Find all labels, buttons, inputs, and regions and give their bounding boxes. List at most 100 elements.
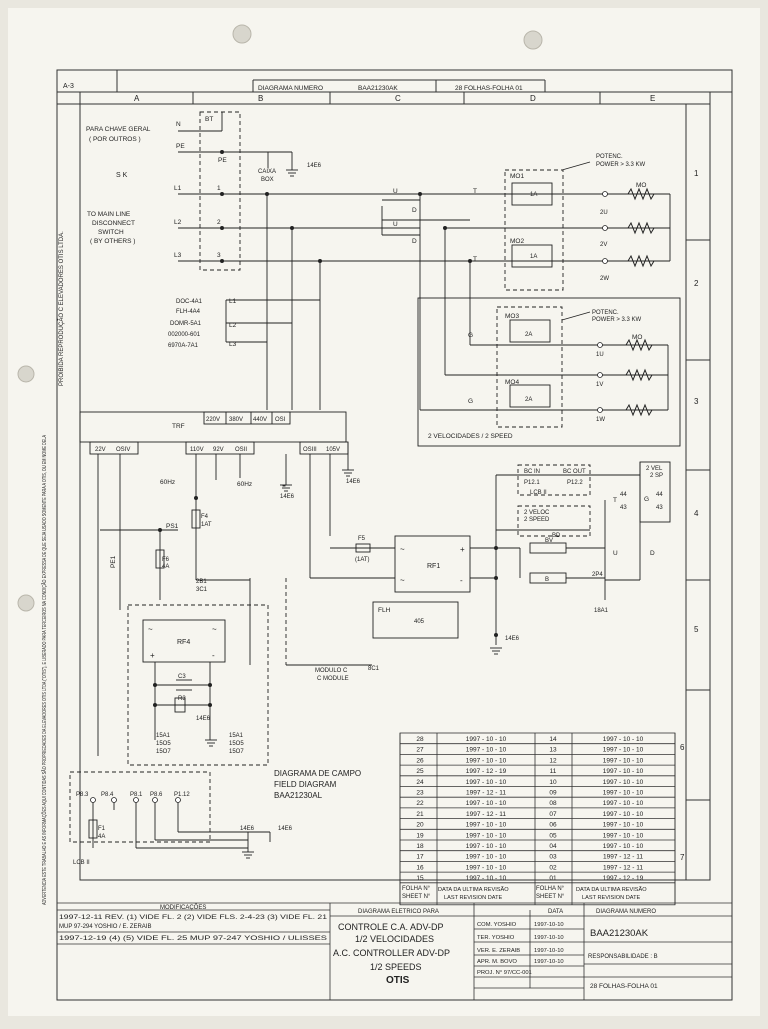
revision-cell: 1997 - 10 - 10 [603,832,644,839]
mo2-label: MO2 [510,238,524,245]
sheet-col-header: FOLHA N° [536,886,565,892]
signature-name: TER. YOSHIO [477,935,515,941]
diagram-for-label: DIAGRAMA ELETRICO PARA [358,909,439,915]
ref-label: 15O5 [229,741,244,747]
r3-label: R3 [178,696,186,702]
signature-date: 1997-10-10 [534,948,564,954]
mod-entry: MUP 97-294 YOSHIO / E. ZERAIB [59,924,151,930]
primary-tap: 440V [253,417,267,423]
plug-circles [90,797,181,803]
flh-label: FLH [378,607,391,614]
ground-ref: 14E6 [278,826,293,832]
c3-label: C3 [178,674,186,680]
revision-cell: 28 [416,736,424,743]
lcb-label: LCB II [73,860,90,866]
row-label: 3 [694,397,699,406]
plus-symbol: + [150,651,155,660]
box-label: BOX [261,177,274,183]
terminal-circles-high [602,191,608,264]
transformer-name: TRF [172,423,185,430]
plug-label: P12.2 [567,480,583,486]
title-line: 1/2 VELOCIDADES [355,934,434,944]
ref-label: 15A1 [156,733,171,739]
title-line: 1/2 SPEEDS [370,962,422,972]
secondary-tap: OSIV [116,447,130,453]
mo4-label: MO4 [505,379,519,386]
ref-label: 15O7 [156,749,171,755]
revision-table [399,732,676,906]
plug-label: P8.1 [130,792,143,798]
revision-cell: 09 [549,790,557,797]
ref-label: 15O5 [156,741,171,747]
signature-date: 1997-10-10 [534,922,564,928]
sheet-col-header: FOLHA N° [402,886,431,892]
line-label: PE [176,143,185,150]
pin-label: 44 [656,492,663,498]
terminal-label: 2U [600,210,608,216]
revision-cell: 1997 - 10 - 10 [466,843,507,850]
sheets-footer: 28 FOLHAS-FOLHA 01 [590,983,658,990]
ground-ref: 14E6 [240,826,255,832]
revision-cell: 04 [549,843,557,850]
aux-ref: FLH-4A4 [176,309,201,315]
ps1-label: PS1 [166,523,179,530]
field-title: DIAGRAMA DE CAMPO [274,769,361,778]
revision-cell: 1997 - 10 - 10 [466,736,507,743]
row-label: 6 [680,743,685,752]
motor-label: MO [636,182,646,189]
punch-hole [17,594,35,612]
revision-cell: 20 [416,822,424,829]
mo3-label: MO3 [505,313,519,320]
plus-symbol: + [460,545,465,554]
plug-label: P8.4 [101,792,114,798]
secondary-tap: 92V [213,447,224,453]
revision-cell: 11 [550,768,557,775]
secondary-tap: 105V [326,447,340,453]
mods-header: MODIFICAÇÕES [160,904,206,911]
minus-symbol: - [212,651,215,660]
motor-label: MO [632,334,642,341]
ground-icon [280,484,292,492]
terminal-label: 1V [596,382,603,388]
revision-cell: 07 [549,811,557,818]
revision-cell: 03 [549,854,557,861]
ac-symbol: ~ [148,625,153,634]
contact-label: U [613,550,618,557]
date-col-header: DATA DA ULTIMA REVISÃO [438,886,509,893]
warning-note: ADVERTENCIA ESTE TRABALHO E AS INFORMAÇÕ… [41,435,48,905]
ground-ref: 14E6 [280,494,295,500]
rf1-label: RF1 [427,563,440,570]
bc-in: BC IN [524,469,540,475]
pe1-label: PE1 [110,555,117,568]
field-title: FIELD DIAGRAM [274,780,337,789]
bc-out: BC OUT [563,469,586,475]
revision-cell: 1997 - 10 - 10 [466,832,507,839]
revision-cell: 1997 - 10 - 10 [603,811,644,818]
terminal-label: 1W [596,417,605,423]
ac-symbol: ~ [400,576,405,585]
resistor-icons-low [625,338,653,417]
signature-date: 1997-10-10 [534,959,564,965]
revision-cell: 16 [416,864,424,871]
module-label: C MODULE [317,676,349,682]
revision-cell: 1997 - 10 - 10 [603,779,644,786]
ref-label: 2B1 [196,579,207,585]
date-header: DATA [548,909,563,915]
overload-label: 1A [530,254,537,260]
b-label: B [545,577,549,583]
revision-cell: 23 [416,790,424,797]
plug-label: P8.6 [150,792,163,798]
column-label: B [258,94,263,103]
aux-ref: 002000-601 [168,332,201,338]
contact-label: T [613,497,617,504]
overload-label: 1A [530,192,537,198]
contactor-d: D [412,207,417,214]
